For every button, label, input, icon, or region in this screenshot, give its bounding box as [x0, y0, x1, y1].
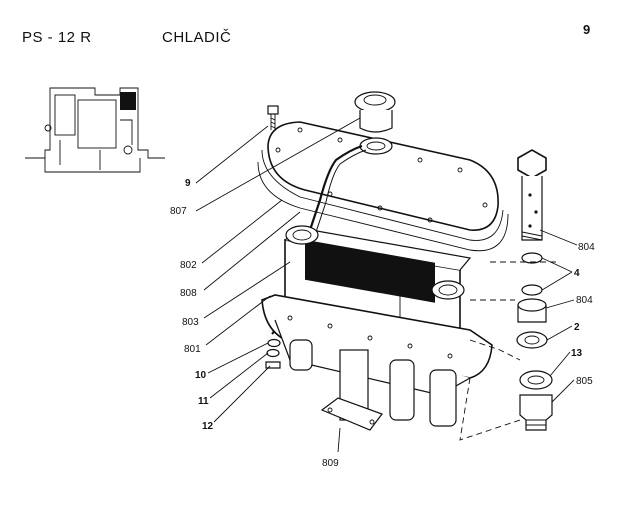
callout-9: 9: [185, 178, 191, 189]
long-bolt-804: [517, 149, 547, 241]
callout-802: 802: [180, 260, 197, 271]
callout-12: 12: [202, 421, 214, 432]
outlet-flange: [320, 397, 383, 431]
cover-gasket: [257, 161, 509, 252]
assembly-line-bottom: [459, 377, 521, 441]
callout-808: 808: [180, 288, 197, 299]
radiator-bottom-tank: [261, 294, 493, 427]
page-number: 9: [583, 22, 591, 37]
fitting-805: [519, 394, 553, 431]
nut-804: [517, 298, 547, 323]
callout-809: 809: [322, 458, 339, 469]
callout-804-bolt: 804: [578, 242, 595, 253]
callout-10: 10: [195, 370, 207, 381]
washer-13: [519, 370, 553, 390]
callout-804-nut: 804: [576, 295, 593, 306]
callout-labels: 9 807 802 808 803 801 10 11 12 809 804 4…: [170, 178, 595, 469]
callout-803: 803: [182, 317, 199, 328]
callout-807: 807: [170, 206, 187, 217]
callout-11: 11: [198, 396, 209, 407]
bolt-9: [267, 105, 279, 130]
washer-stack: [265, 338, 281, 369]
seal-ring-4a: [521, 252, 543, 264]
filler-cap: [354, 91, 396, 155]
washer-2: [516, 331, 548, 349]
callout-801: 801: [184, 344, 201, 355]
machine-model: PS - 12 R: [22, 29, 92, 46]
page-title: CHLADIČ: [162, 29, 232, 46]
leader-lines: [195, 117, 578, 453]
seal-ring-4b: [521, 284, 543, 296]
callout-2: 2: [574, 322, 580, 333]
locator-thumbnail: [25, 87, 165, 173]
callout-805: 805: [576, 376, 593, 387]
callout-4: 4: [574, 268, 580, 279]
callout-13: 13: [571, 348, 583, 359]
assembly-line-lower: [469, 339, 521, 361]
